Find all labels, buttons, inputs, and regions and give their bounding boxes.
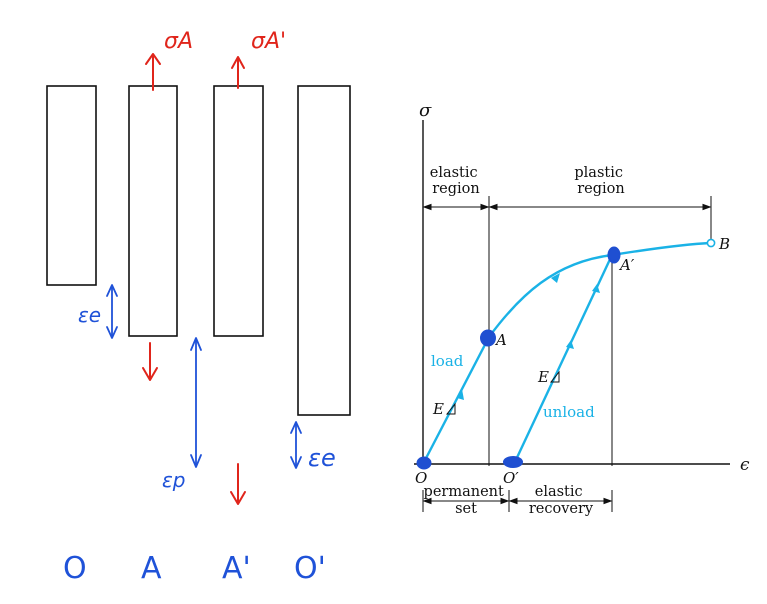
modulus-label-unload: E [537,368,549,386]
stress-arrow-a-prime [230,56,246,505]
elastic-strain-arrow-o-prime [290,421,302,469]
bar-label-o: O [63,551,87,586]
o-prime-label: O′ [503,469,519,487]
bar-sketch: σA σA' εe εp εe O A A' O' [46,29,351,586]
permanent-set-label: permanent set [424,484,509,517]
bar-o [46,85,97,286]
stress-label-a-prime: σA' [251,29,286,54]
load-label: load [431,352,464,370]
region-dimension-arrows [422,203,712,211]
bar-a-prime [213,85,264,337]
plastic-strain-label: εp [162,468,186,492]
bar-label-a-prime: A' [222,551,251,586]
elastic-strain-arrow-a [106,284,118,339]
bottom-dimension-arrows [422,490,613,512]
bar-o-prime [297,85,351,416]
x-axis-label: ϵ [740,455,750,475]
plastic-strain-arrow [190,337,202,468]
stress-label-a: σA [164,29,193,54]
point-b-label: B [718,235,730,253]
stress-arrow-a [142,53,161,381]
bar-label-a: A [141,551,162,586]
point-a-prime-marker [607,246,621,264]
origin-label: O [415,469,427,487]
o-prime-marker [503,456,523,468]
y-axis-label: σ [419,100,432,121]
bar-a [128,85,178,337]
bar-label-o-prime: O' [294,551,326,586]
loading-curve [421,241,712,465]
elastic-region-label: elastic region [430,165,483,197]
origin-marker [416,456,432,470]
point-b-marker [706,238,716,248]
curve-direction-arrows [457,273,600,400]
elastic-strain-label-o-prime: εe [308,444,336,472]
point-markers [416,246,621,470]
elastic-strain-label-a: εe [78,303,101,327]
stress-strain-diagram: σ ϵ elastic region plastic region [414,100,750,517]
unload-label: unload [543,403,595,421]
point-a-label: A [494,331,507,349]
elastic-recovery-label: elastic recovery [529,484,594,517]
slope-triangles [445,370,560,415]
point-a-prime-label: A′ [618,256,635,274]
plastic-region-label: plastic region [574,165,627,197]
modulus-label-load: E [432,400,444,418]
point-a-marker [480,329,496,347]
